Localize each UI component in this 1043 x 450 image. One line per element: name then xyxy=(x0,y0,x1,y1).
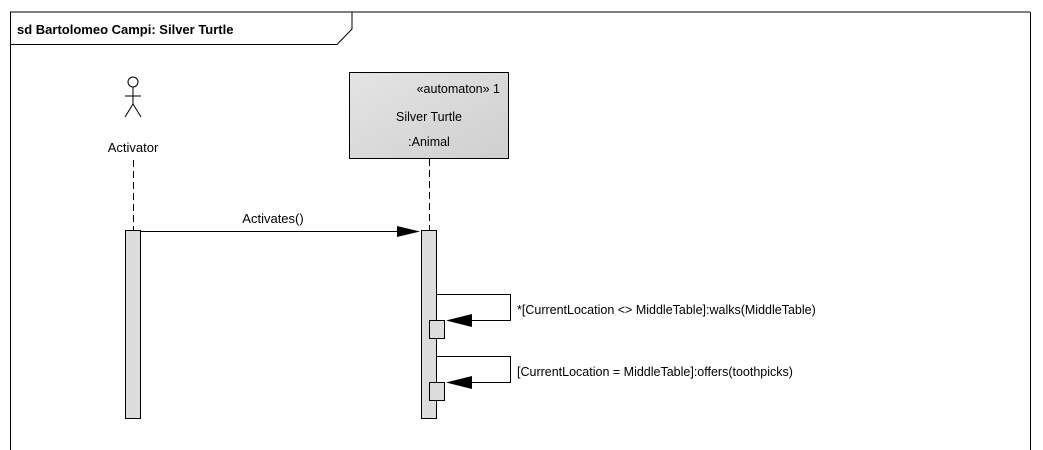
actor-label: Activator xyxy=(108,140,159,155)
self-call-activation xyxy=(429,382,445,401)
frame-title-tab xyxy=(10,12,353,45)
message-arrowhead xyxy=(397,226,420,237)
self-call-activation xyxy=(429,320,445,339)
object-stereotype: «automaton» 1 xyxy=(417,82,500,96)
message-offers: [CurrentLocation = MiddleTable]:offers(t… xyxy=(429,356,793,401)
message-label: *[CurrentLocation <> MiddleTable]:walks(… xyxy=(517,303,816,317)
actor-lifeline: Activator xyxy=(108,76,159,419)
actor-icon xyxy=(124,76,142,118)
actor-activation-bar xyxy=(125,230,141,419)
object-type: :Animal xyxy=(408,135,450,149)
object-lifeline: «automaton» 1 Silver Turtle :Animal xyxy=(349,72,509,419)
object-name: Silver Turtle xyxy=(396,110,462,124)
diagram-frame: sd Bartolomeo Campi: Silver Turtle xyxy=(10,11,1031,450)
message-label: Activates() xyxy=(242,211,303,226)
message-activates: Activates() xyxy=(141,211,420,237)
message-arrowhead xyxy=(446,376,472,389)
message-walks: *[CurrentLocation <> MiddleTable]:walks(… xyxy=(429,294,816,339)
object-box xyxy=(349,72,509,159)
message-label: [CurrentLocation = MiddleTable]:offers(t… xyxy=(517,365,793,379)
message-arrowhead xyxy=(446,314,472,327)
frame-title: sd Bartolomeo Campi: Silver Turtle xyxy=(17,22,233,37)
